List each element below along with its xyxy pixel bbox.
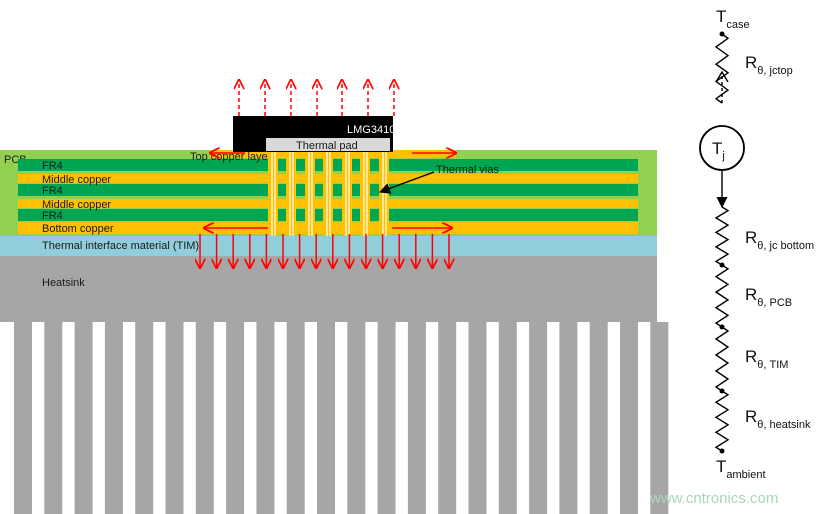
heatsink-fin bbox=[377, 322, 396, 514]
heatsink-fin bbox=[529, 322, 548, 514]
thermal-vias-pointer bbox=[378, 171, 435, 194]
fr4-label-3: FR4 bbox=[42, 210, 63, 222]
r-tim-label: Rθ, TIM bbox=[745, 347, 788, 371]
fr4-label-1: FR4 bbox=[42, 160, 63, 172]
heatsink-fin bbox=[620, 322, 638, 514]
heatsink-fin bbox=[135, 322, 154, 514]
heatsink-fin bbox=[559, 322, 578, 514]
junction-node bbox=[699, 125, 745, 171]
tim-layer bbox=[0, 236, 657, 256]
thermal-via bbox=[268, 151, 278, 235]
t-ambient-label: Tambient bbox=[716, 457, 766, 481]
fr4-label-2: FR4 bbox=[42, 185, 63, 197]
heatsink-fin bbox=[226, 322, 245, 514]
middle-copper-label-2: Middle copper bbox=[42, 199, 111, 211]
heatsink-fin bbox=[165, 322, 184, 514]
heatsink-fin bbox=[74, 322, 93, 514]
pcb-stack: PCB FR4 Middle copper FR4 Middle copper … bbox=[0, 150, 657, 236]
heatsink-fin bbox=[44, 322, 63, 514]
r-pcb-label: Rθ, PCB bbox=[745, 285, 792, 309]
heatsink-fin bbox=[317, 322, 335, 514]
thermal-resistor-network: Tj Tcase Rθ, jctop Rθ, jc bottom Rθ, PCB… bbox=[699, 7, 814, 481]
thermal-via bbox=[286, 151, 296, 235]
heatsink-fins bbox=[14, 322, 669, 514]
thermal-via bbox=[379, 151, 389, 235]
heatsink-label: Heatsink bbox=[42, 277, 85, 289]
heatsink-fin bbox=[195, 322, 214, 514]
resistor-chain bbox=[714, 33, 730, 452]
thermal-pad-label: Thermal pad bbox=[296, 140, 358, 152]
thermal-via bbox=[360, 151, 370, 235]
heatsink-fin bbox=[468, 322, 487, 514]
tim-label: Thermal interface material (TIM) bbox=[42, 240, 199, 252]
heatsink-fin bbox=[407, 322, 426, 514]
ambient-node-dot bbox=[719, 448, 725, 454]
heatsink-fin bbox=[589, 322, 608, 514]
t-case-label: Tcase bbox=[716, 7, 750, 31]
case-node-dot bbox=[719, 31, 725, 37]
heatsink-fin bbox=[104, 322, 123, 514]
heatsink-fin bbox=[256, 322, 275, 514]
heatsink-node-dot bbox=[719, 388, 725, 394]
heatsink: Heatsink bbox=[0, 256, 669, 514]
pcb-node-dot bbox=[719, 262, 725, 268]
thermal-via bbox=[305, 151, 315, 235]
jctop-arrow-head bbox=[715, 70, 729, 83]
heatsink-fin bbox=[498, 322, 517, 514]
heatsink-fin bbox=[14, 322, 32, 514]
r-heatsink-label: Rθ, heatsink bbox=[745, 407, 811, 431]
thermal-via bbox=[323, 151, 333, 235]
heat-flow-down-arrows bbox=[200, 234, 449, 268]
heatsink-fin bbox=[286, 322, 305, 514]
watermark: www.cntronics.com bbox=[649, 490, 778, 507]
junction-label: Tj bbox=[712, 139, 725, 162]
lmg3410-label: LMG3410 bbox=[347, 124, 395, 136]
tim-node-dot bbox=[719, 324, 725, 330]
thermal-vias-label: Thermal vias bbox=[436, 164, 499, 176]
middle-copper-label-1: Middle copper bbox=[42, 174, 111, 186]
heatsink-fin bbox=[347, 322, 366, 514]
heat-flow-up-arrows bbox=[239, 80, 394, 116]
thermal-pad bbox=[266, 138, 390, 151]
r-jctop-label: Rθ, jctop bbox=[745, 53, 793, 77]
heatsink-fin bbox=[438, 322, 457, 514]
r-jcbottom-label: Rθ, jc bottom bbox=[745, 228, 814, 252]
bottom-copper-label: Bottom copper bbox=[42, 223, 114, 235]
heatsink-fin bbox=[650, 322, 669, 514]
heatsink-base bbox=[0, 256, 657, 322]
thermal-via bbox=[342, 151, 352, 235]
